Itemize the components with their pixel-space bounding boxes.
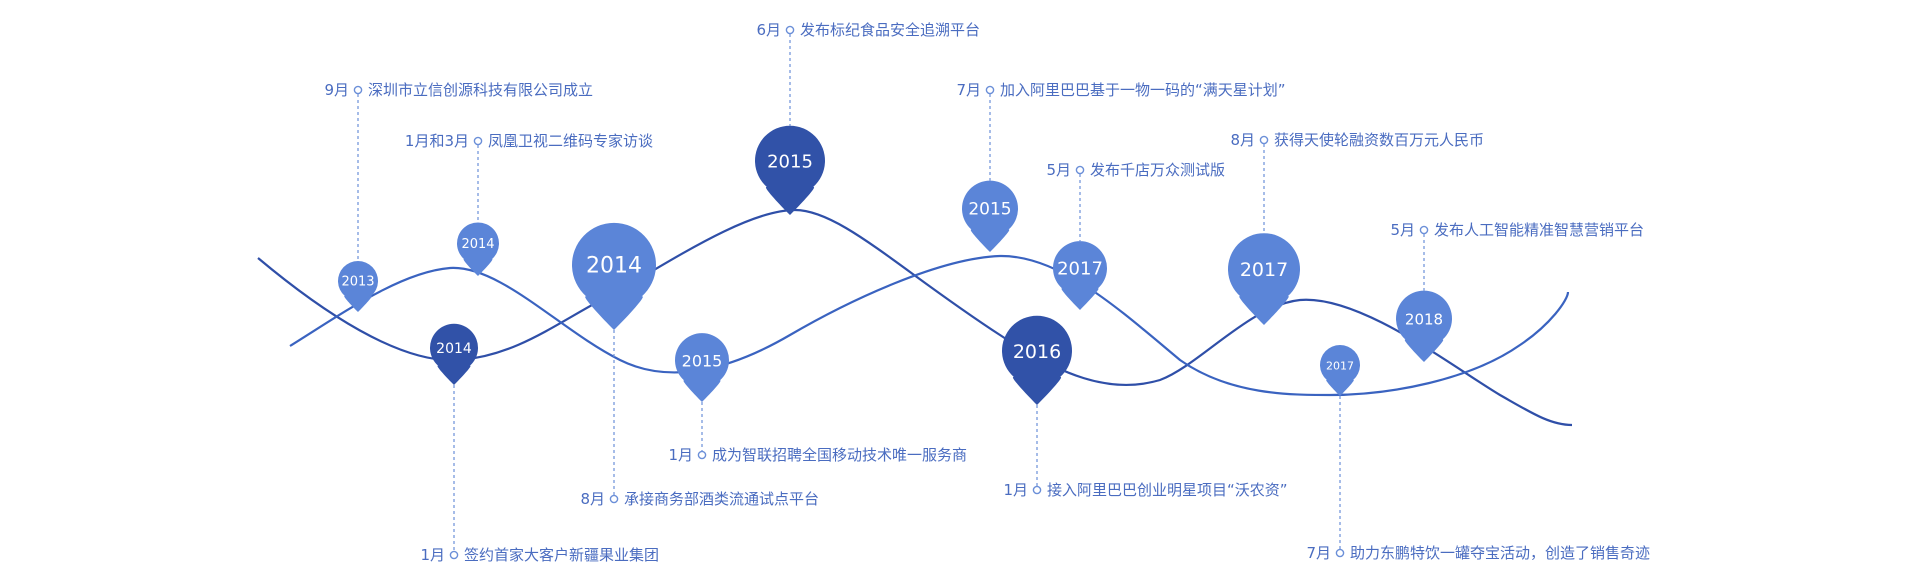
milestone-month: 7月	[1306, 544, 1331, 562]
milestone-dot	[785, 25, 795, 35]
milestone-year: 2017	[1240, 259, 1288, 281]
timeline-waves	[257, 208, 1573, 427]
milestone-dot	[985, 85, 995, 95]
map-pin-icon	[457, 222, 500, 276]
milestone-year: 2017	[1326, 360, 1354, 373]
milestone-pin: 2013	[338, 260, 379, 312]
milestone-year: 2015	[767, 151, 813, 172]
milestone-event: 发布标纪食品安全追溯平台	[800, 21, 980, 39]
milestone-month: 5月	[1046, 161, 1071, 179]
map-pin-icon	[1320, 345, 1360, 396]
map-pin-icon	[430, 323, 479, 385]
milestone-year: 2014	[586, 253, 642, 278]
milestone-event: 深圳市立信创源科技有限公司成立	[368, 81, 593, 99]
milestone-pin: 2017	[1228, 233, 1300, 325]
milestone-pin: 2015	[755, 125, 825, 215]
milestone-year: 2014	[436, 341, 472, 357]
milestone-event: 获得天使轮融资数百万元人民币	[1274, 131, 1484, 149]
milestone-event: 发布人工智能精准智慧营销平台	[1434, 221, 1644, 239]
map-pin-icon	[962, 180, 1018, 252]
milestone-year: 2015	[682, 352, 723, 371]
milestone-pin: 2015	[675, 333, 730, 402]
milestone-pin: 2014	[457, 222, 500, 276]
milestone-pin: 2017	[1053, 241, 1107, 310]
milestone-month: 1月	[420, 546, 445, 564]
map-pin-icon	[338, 260, 379, 312]
milestone-dot	[449, 550, 459, 560]
milestone-year: 2016	[1013, 341, 1061, 363]
milestone-month: 7月	[956, 81, 981, 99]
map-pin-icon	[675, 333, 730, 402]
milestone-event: 凤凰卫视二维码专家访谈	[488, 132, 653, 150]
milestone-month: 1月	[1003, 481, 1028, 499]
map-pin-icon	[755, 125, 825, 215]
milestone-month: 1月和3月	[405, 132, 469, 150]
milestone-month: 5月	[1390, 221, 1415, 239]
map-pin-icon	[1396, 290, 1452, 362]
milestone-year: 2017	[1057, 259, 1103, 280]
timeline-stems	[353, 25, 1429, 560]
map-pin-icon	[1001, 315, 1072, 405]
milestone-pin: 2017	[1320, 345, 1360, 396]
timeline-wave-b	[289, 254, 1570, 397]
milestone-dot	[1075, 165, 1085, 175]
milestone-month: 8月	[580, 490, 605, 508]
timeline-labels: 9月深圳市立信创源科技有限公司成立1月和3月凤凰卫视二维码专家访谈1月签约首家大…	[324, 21, 1650, 564]
milestone-year: 2014	[461, 237, 494, 252]
milestone-month: 6月	[756, 21, 781, 39]
milestone-event: 加入阿里巴巴基于一物一码的“满天星计划”	[1000, 81, 1286, 99]
milestone-event: 签约首家大客户新疆果业集团	[464, 546, 659, 564]
milestone-dot	[697, 450, 707, 460]
milestone-dot	[1335, 548, 1345, 558]
milestone-dot	[609, 494, 619, 504]
milestone-pin: 2015	[962, 180, 1018, 252]
milestone-event: 助力东鹏特饮一罐夺宝活动，创造了销售奇迹	[1350, 544, 1650, 562]
milestone-dot	[1419, 225, 1429, 235]
map-pin-icon	[572, 222, 656, 330]
map-pin-icon	[1053, 241, 1107, 310]
milestone-pin: 2014	[572, 222, 656, 330]
timeline-wave-a	[257, 208, 1573, 427]
milestone-year: 2015	[968, 200, 1011, 220]
milestone-pin: 2018	[1396, 290, 1452, 362]
milestone-year: 2018	[1405, 311, 1443, 329]
milestone-dot	[1032, 485, 1042, 495]
milestone-dot	[1259, 135, 1269, 145]
milestone-month: 9月	[324, 81, 349, 99]
milestone-month: 1月	[668, 446, 693, 464]
map-pin-icon	[1228, 233, 1300, 325]
milestone-dot	[353, 85, 363, 95]
timeline-pins: 2013 2014 2014 2014 2015 2015 2015 2016 2017 2017…	[338, 125, 1452, 405]
milestone-year: 2013	[341, 275, 374, 290]
milestone-month: 8月	[1230, 131, 1255, 149]
milestone-event: 成为智联招聘全国移动技术唯一服务商	[712, 446, 967, 464]
milestone-event: 承接商务部酒类流通试点平台	[624, 490, 819, 508]
milestone-pin: 2014	[430, 323, 479, 385]
milestone-event: 接入阿里巴巴创业明星项目“沃农资”	[1047, 481, 1288, 499]
milestone-event: 发布千店万众测试版	[1090, 161, 1225, 179]
milestone-pin: 2016	[1001, 315, 1072, 405]
milestone-dot	[473, 136, 483, 146]
